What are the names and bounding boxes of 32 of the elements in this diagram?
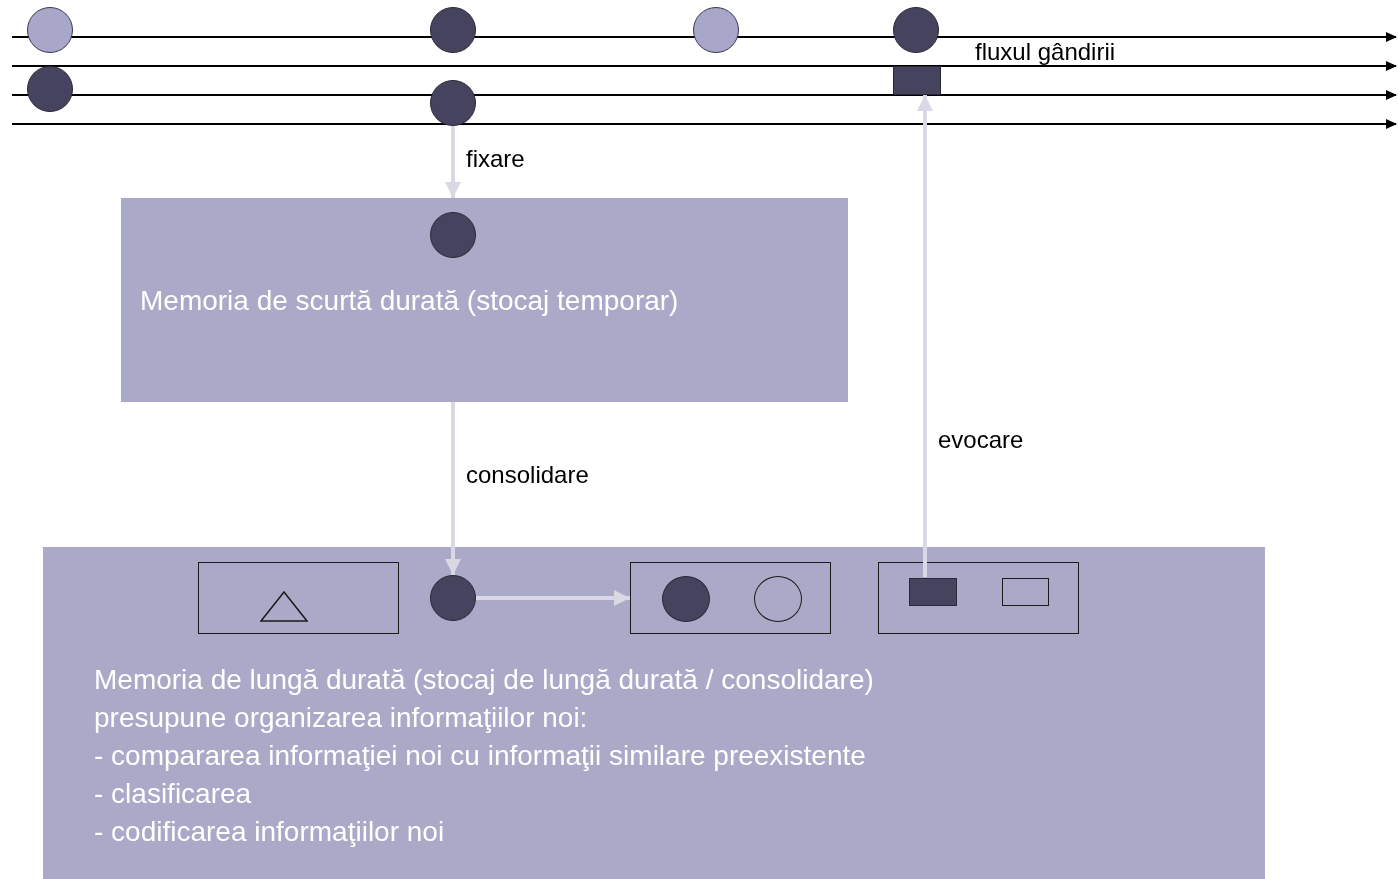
memory-description: presupune organizarea informaţiilor noi: — [94, 701, 588, 735]
square-marker — [893, 66, 941, 95]
circle-marker — [893, 7, 939, 53]
memory-title: Memoria de scurtă durată (stocaj temporar) — [140, 284, 679, 318]
container-frame — [878, 562, 1079, 634]
flow-label: fluxul gândirii — [975, 38, 1116, 66]
list-item: - codificarea informaţiilor noi — [94, 815, 445, 849]
list-item: - compararea informaţiei noi cu informaţii similare preexistente — [94, 739, 866, 773]
arrow — [917, 95, 933, 577]
memory-panel — [43, 547, 1265, 879]
circle-marker — [430, 212, 476, 258]
arrow — [476, 590, 630, 606]
memory-title: Memoria de lungă durată (stocaj de lungă durată / consolidare) — [94, 663, 874, 697]
rectangle-marker — [1002, 578, 1049, 606]
circle-marker — [430, 80, 476, 126]
edge-label: evocare — [938, 426, 1024, 454]
circle-marker — [662, 576, 710, 622]
circle-marker — [430, 7, 476, 53]
triangle-symbol — [260, 591, 308, 622]
container-frame — [198, 562, 399, 634]
memory-panel — [121, 198, 848, 402]
rectangle-marker — [909, 578, 957, 606]
list-item: - clasificarea — [94, 777, 252, 811]
arrow — [445, 126, 461, 198]
circle-marker — [27, 7, 73, 53]
circle-marker — [430, 575, 476, 621]
circle-marker — [27, 66, 73, 112]
edge-label: consolidare — [466, 461, 589, 489]
edge-label: fixare — [466, 145, 525, 173]
arrow — [445, 402, 461, 575]
container-frame — [630, 562, 831, 634]
circle-marker — [693, 7, 739, 53]
